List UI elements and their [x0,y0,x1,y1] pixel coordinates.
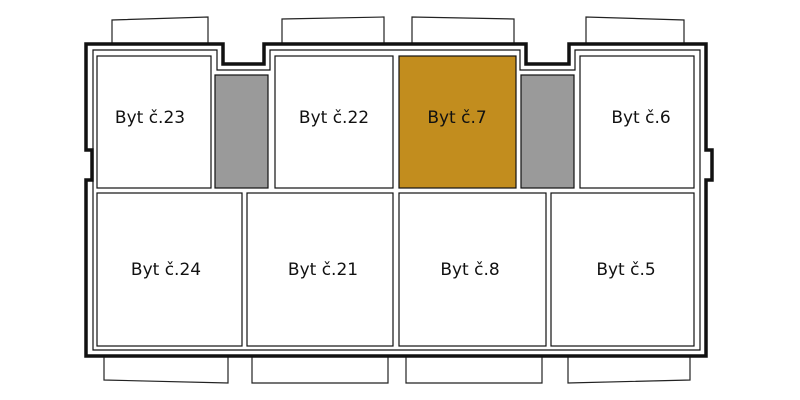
inner-wall [92,49,701,351]
apartment-byt-6[interactable]: Byt č.6 [579,55,695,189]
balconies-top [111,16,685,44]
apartment-byt-23[interactable]: Byt č.23 [96,55,212,189]
apartment-byt-21-area [246,192,394,347]
balcony-bottom-2 [251,356,389,384]
balcony-bottom-1 [103,356,229,384]
apartment-byt-22[interactable]: Byt č.22 [274,55,394,189]
apartment-byt-22-area [274,55,394,189]
apartment-byt-21[interactable]: Byt č.21 [246,192,394,347]
apartment-byt-5-label: Byt č.5 [596,260,655,280]
apartment-byt-7-label: Byt č.7 [427,108,486,128]
apartment-byt-24[interactable]: Byt č.24 [96,192,243,347]
apartment-byt-8-label: Byt č.8 [440,260,499,280]
balconies-bottom [103,356,691,384]
apartment-byt-5[interactable]: Byt č.5 [550,192,695,347]
apartment-byt-8-area [398,192,547,347]
balcony-top-3 [411,16,515,44]
apartment-byt-24-area [96,192,243,347]
apartment-byt-23-area [96,55,212,189]
apartment-byt-5-area [550,192,695,347]
outer-wall [84,42,714,358]
balcony-top-1 [111,16,209,44]
balcony-bottom-3 [405,356,543,384]
balcony-bottom-4 [567,356,691,384]
balcony-top-4 [585,16,685,44]
apartment-byt-7-area [398,55,517,189]
apartment-byt-24-label: Byt č.24 [131,260,201,280]
apartment-byt-23-label: Byt č.23 [115,108,185,128]
stairwell-left [214,74,269,189]
building-outline [84,42,714,358]
balcony-top-2 [281,16,385,44]
stairwell-right [520,74,575,189]
apartment-byt-22-label: Byt č.22 [299,108,369,128]
apartment-byt-7[interactable]: Byt č.7 [398,55,517,189]
apartment-byt-21-label: Byt č.21 [288,260,358,280]
apartment-byt-6-area [579,55,695,189]
apartment-byt-8[interactable]: Byt č.8 [398,192,547,347]
apartment-byt-6-label: Byt č.6 [611,108,670,128]
